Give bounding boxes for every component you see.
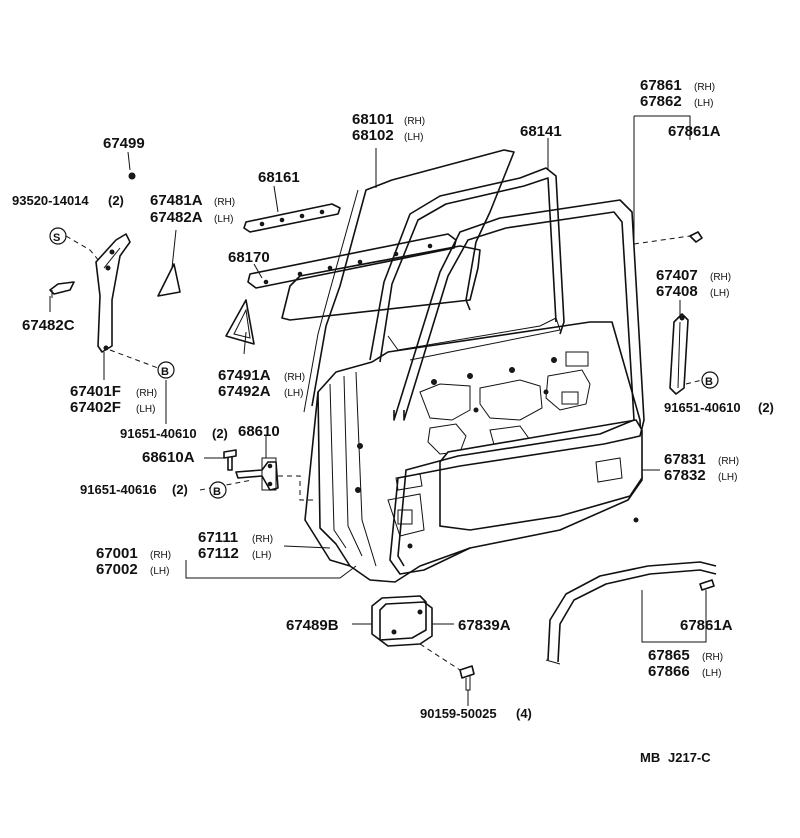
label-67832-side: (LH) (718, 472, 737, 483)
symbol-b-middle-circle (209, 481, 227, 499)
label-67831-side: (RH) (718, 456, 739, 467)
label-67408-side: (LH) (710, 288, 729, 299)
label-67866: 67866 (648, 663, 690, 680)
label-67401F: 67401F (70, 383, 121, 400)
label-67482A: 67482A (150, 209, 203, 226)
label-67482A-side: (LH) (214, 214, 233, 225)
label-67112: 67112 (198, 545, 239, 562)
label-91651-40610-left-qty: (2) (212, 426, 228, 441)
inside-handle-bezel-67489B (371, 595, 433, 647)
label-67866-side: (LH) (702, 668, 721, 679)
part-labels: 67499 93520-14014 (2) S 67481A (RH) 6748… (12, 77, 774, 765)
belt-weatherstrip-68170 (247, 233, 457, 289)
door-trim-board-67831 (439, 419, 643, 531)
label-67401F-side: (RH) (136, 388, 157, 399)
symbol-b-right: B (705, 376, 713, 388)
clip-67861A-top (689, 231, 703, 243)
door-check-68610 (235, 457, 279, 491)
division-bar-67401F (95, 172, 136, 353)
label-67861A-top: 67861A (668, 123, 721, 140)
door-panel-67001 (304, 321, 643, 583)
leader-lines (49, 115, 707, 706)
label-67408: 67408 (656, 283, 698, 300)
label-67865: 67865 (648, 647, 690, 664)
label-91651-40616-qty: (2) (172, 482, 188, 497)
label-93520-qty: (2) (108, 193, 124, 208)
label-90159-50025: 90159-50025 (420, 706, 497, 721)
label-67861A-bottom: 67861A (680, 617, 733, 634)
label-67402F-side: (LH) (136, 404, 155, 415)
glass-run-68141 (369, 167, 565, 363)
label-67482C: 67482C (22, 317, 75, 334)
label-68141: 68141 (520, 123, 562, 140)
symbol-b-left: B (161, 366, 169, 378)
label-68610A: 68610A (142, 449, 195, 466)
label-91651-40610-right: 91651-40610 (664, 400, 741, 415)
label-67862: 67862 (640, 93, 682, 110)
label-91651-40616: 91651-40616 (80, 482, 157, 497)
label-67839A: 67839A (458, 617, 511, 634)
clip-67861A-bottom (699, 579, 715, 600)
triangle-cover-67491A (225, 299, 255, 345)
clip-67482C (49, 281, 75, 298)
triangle-cover-67481A (157, 263, 181, 297)
label-68102-side: (LH) (404, 132, 423, 143)
label-67491A-side: (RH) (284, 372, 305, 383)
label-67861-side: (RH) (694, 82, 715, 93)
footer-code: MB (640, 750, 660, 765)
label-68101-side: (RH) (404, 116, 425, 127)
belt-molding-68161 (243, 203, 341, 233)
label-67492A: 67492A (218, 383, 271, 400)
label-67861: 67861 (640, 77, 682, 94)
label-67002: 67002 (96, 561, 138, 578)
label-67832: 67832 (664, 467, 706, 484)
label-67407: 67407 (656, 267, 698, 284)
symbol-b-left-circle (157, 361, 175, 379)
symbol-b-middle: B (213, 486, 221, 498)
label-67407-side: (RH) (710, 272, 731, 283)
screw-90159-50025 (459, 665, 475, 691)
arch-weatherstrip-67865 (545, 561, 717, 665)
label-68170: 68170 (228, 249, 270, 266)
label-67865-side: (RH) (702, 652, 723, 663)
label-67111: 67111 (198, 529, 238, 546)
label-90159-qty: (4) (516, 706, 532, 721)
label-67402F: 67402F (70, 399, 121, 416)
label-68101: 68101 (352, 111, 394, 128)
symbol-s: S (53, 232, 60, 244)
label-93520-14014: 93520-14014 (12, 193, 89, 208)
label-91651-40610-left: 91651-40610 (120, 426, 197, 441)
label-67492A-side: (LH) (284, 388, 303, 399)
label-67001: 67001 (96, 545, 138, 562)
label-67862-side: (LH) (694, 98, 713, 109)
rear-channel-67407 (669, 313, 689, 395)
label-68610: 68610 (238, 423, 280, 440)
label-67112-side: (LH) (252, 550, 271, 561)
weatherstrip-67861 (389, 199, 645, 575)
label-68161: 68161 (258, 169, 300, 186)
label-67111-side: (RH) (252, 534, 273, 545)
label-67489B: 67489B (286, 617, 339, 634)
label-67481A: 67481A (150, 192, 203, 209)
label-67002-side: (LH) (150, 566, 169, 577)
footer-ref: J217-C (668, 750, 711, 765)
label-67491A: 67491A (218, 367, 271, 384)
door-glass-68101 (281, 149, 515, 413)
label-67499: 67499 (103, 135, 145, 152)
label-67481A-side: (RH) (214, 197, 235, 208)
symbol-s-circle (49, 227, 67, 245)
label-67831: 67831 (664, 451, 706, 468)
symbol-b-right-circle (701, 371, 719, 389)
label-68102: 68102 (352, 127, 394, 144)
label-91651-40610-right-qty: (2) (758, 400, 774, 415)
label-67001-side: (RH) (150, 550, 171, 561)
bolt-68610A (223, 449, 237, 471)
